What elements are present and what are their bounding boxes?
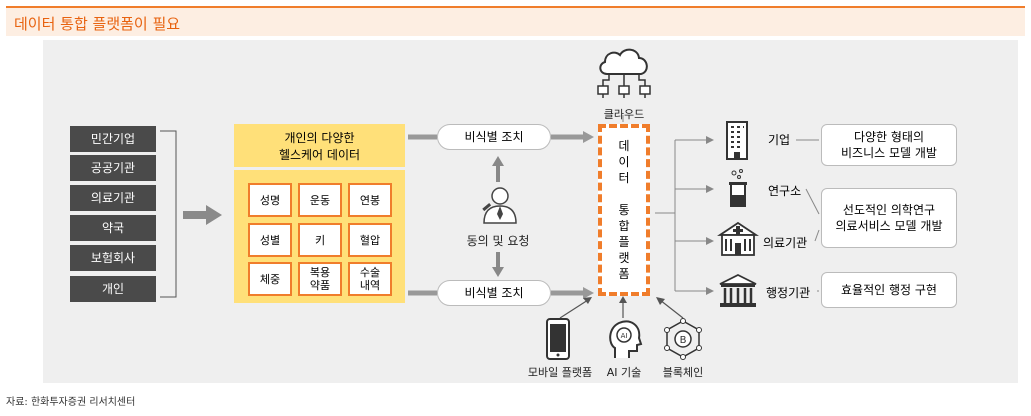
data-cell-salary: 연봉 [348, 183, 392, 217]
svg-text:AI: AI [621, 332, 628, 340]
platform-char-7: 랫 [618, 251, 630, 265]
data-cell-surgery: 수술 내역 [348, 262, 392, 296]
platform-char-1: 데 [618, 139, 630, 153]
source-note: 자료: 한화투자증권 리서치센터 [6, 397, 136, 408]
platform-char-5: 합 [618, 219, 630, 233]
platform-char-2: 이 [618, 155, 630, 169]
building-icon [726, 121, 748, 160]
data-cell-blood-pressure: 혈압 [348, 223, 392, 257]
data-box-header: 개인의 다양한 헬스케어 데이터 [234, 124, 405, 167]
page-title: 데이터 통합 플랫폼이 필요 [14, 15, 181, 33]
data-cell-medication: 복용 약품 [298, 262, 342, 296]
source-insurance: 보험회사 [70, 245, 156, 271]
data-box-header-line1: 개인의 다양한 [284, 131, 355, 145]
data-cell-gender: 성별 [248, 223, 292, 257]
source-public-agency: 공공기관 [70, 155, 156, 181]
data-cell-height: 키 [298, 223, 342, 257]
cloud-label: 클라우드 [603, 108, 645, 121]
ai-head-icon: AI [609, 320, 643, 358]
outcome-admin-efficiency: 효율적인 행정 구현 [821, 272, 957, 308]
platform-char-6: 플 [618, 235, 630, 249]
dest-lab-label: 연구소 [768, 184, 802, 198]
ai-tech-label: AI 기술 [606, 366, 642, 379]
data-box-header-line2: 헬스케어 데이터 [278, 148, 361, 162]
blockchain-icon: B [664, 318, 702, 360]
platform-char-4: 통 [618, 203, 630, 217]
platform-char-3: 터 [618, 171, 630, 185]
platform-char-8: 폼 [618, 267, 630, 281]
government-icon [719, 273, 757, 307]
dest-government-label: 행정기관 [766, 286, 811, 300]
dest-company-label: 기업 [768, 133, 791, 147]
outcome-medical-research: 선도적인 의학연구 의료서비스 모델 개발 [821, 188, 957, 248]
deidentify-top-pill: 비식별 조치 [437, 124, 551, 150]
data-platform-box [598, 124, 650, 296]
source-medical-institution: 의료기관 [70, 185, 156, 211]
dest-medical-label: 의료기관 [763, 236, 808, 250]
data-cell-exercise: 운동 [298, 183, 342, 217]
data-cell-name: 성명 [248, 183, 292, 217]
hospital-icon [717, 221, 759, 256]
cloud-icon [597, 48, 651, 98]
source-individual: 개인 [70, 276, 156, 302]
lab-flask-icon [729, 169, 747, 207]
mobile-platform-label: 모바일 플랫폼 [527, 366, 593, 379]
mobile-phone-icon [546, 318, 570, 360]
blockchain-label: 블록체인 [662, 366, 704, 379]
source-pharmacy: 약국 [70, 215, 156, 241]
person-consent-icon [482, 187, 517, 224]
source-private-company: 민간기업 [70, 126, 156, 152]
outcome-business-model: 다양한 형태의 비즈니스 모델 개발 [821, 124, 957, 166]
svg-text:B: B [680, 335, 687, 346]
deidentify-bottom-pill: 비식별 조치 [437, 280, 551, 306]
data-cell-weight: 체중 [248, 262, 292, 296]
consent-label: 동의 및 요청 [466, 234, 530, 248]
title-bar: 데이터 통합 플랫폼이 필요 [6, 6, 1025, 36]
